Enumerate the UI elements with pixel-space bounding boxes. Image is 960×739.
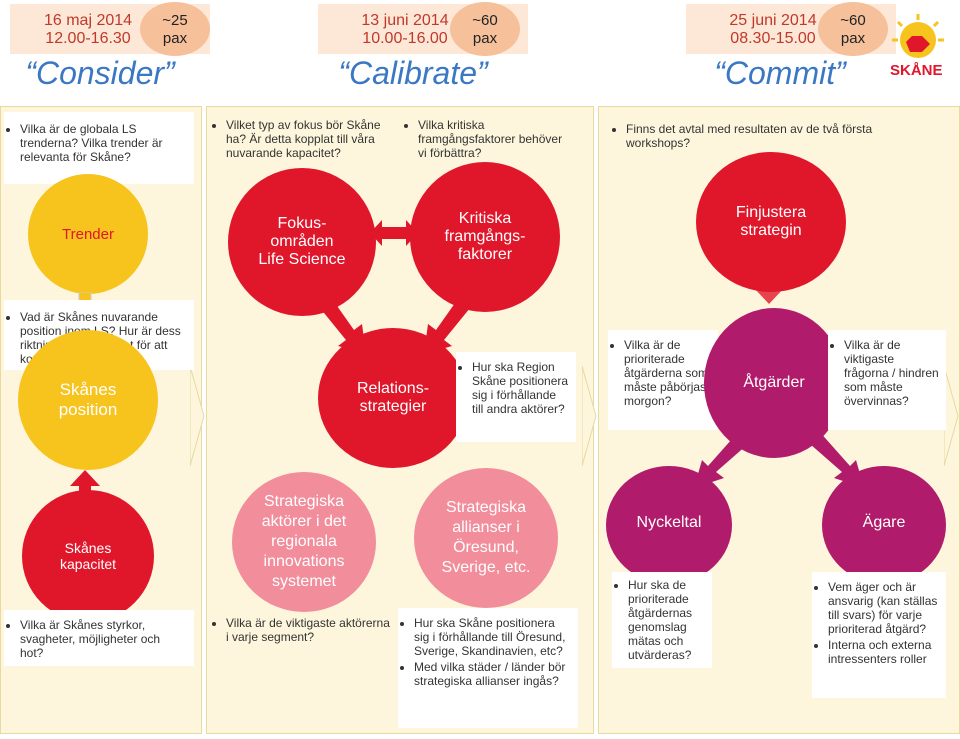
question-trends: Vilka är de globala LS trenderna? Vilka … — [6, 122, 186, 166]
question-aktorer: Vilka är de viktigaste aktörerna i varje… — [212, 616, 392, 646]
double-arrow-icon — [370, 220, 418, 246]
question-box-trends — [4, 112, 194, 184]
question-atgarder-left: Vilka är de prioriterade åtgärderna som … — [610, 338, 714, 410]
question-relations: Hur ska Region Skåne positionera sig i f… — [458, 360, 570, 418]
question-box-atgarder-left — [608, 330, 718, 430]
circle-relations: Relations- strategier — [318, 328, 468, 468]
circle-trender: Trender — [28, 174, 148, 294]
diag-arrow-icon-nyckeltal — [694, 430, 748, 488]
question-box-atgarder-right — [828, 330, 946, 430]
circle-nyckeltal: Nyckeltal — [606, 466, 732, 584]
stage-consider: “Consider” — [25, 55, 175, 91]
stage-commit: “Commit” — [714, 55, 846, 91]
question-nyckeltal: Hur ska de prioriterade åtgärdernas geno… — [614, 578, 710, 664]
question-finjustera: Finns det avtal med resultaten av de två… — [612, 122, 932, 152]
up-arrow-icon-kapacitet — [70, 470, 100, 500]
question-box-nyckeltal — [612, 572, 712, 668]
chevron-right-icon-2 — [582, 365, 597, 467]
question-box-relations — [456, 352, 576, 442]
skane-logo — [892, 14, 944, 58]
question-fokus: Vilket typ av fokus bör Skåne ha? Är det… — [212, 118, 382, 162]
logo-text: SKÅNE — [890, 62, 943, 79]
question-kapacitet: Vilka är Skånes styrkor, svagheter, möjl… — [6, 618, 186, 662]
question-atgarder-right: Vilka är de viktigaste frågorna / hindre… — [830, 338, 940, 410]
question-kritiska: Vilka kritiska framgångsfaktorer behöver… — [404, 118, 574, 162]
circle-kritiska: Kritiska framgångs- faktorer — [410, 162, 560, 312]
diag-arrow-icon-agare — [810, 430, 864, 488]
circle-agare: Ägare — [822, 466, 946, 584]
down-arrow-icon-finjustera — [754, 276, 784, 304]
question-allianser: Hur ska Skåne positionera sig i förhålla… — [400, 616, 572, 690]
question-box-kapacitet — [4, 610, 194, 666]
circle-atgarder: Åtgärder — [704, 308, 844, 458]
circle-finjustera: Finjustera strategin — [696, 152, 846, 292]
chevron-right-icon — [190, 365, 205, 467]
circle-fokus: Fokus- områden Life Science — [228, 168, 376, 316]
circle-allianser: Strategiska allianser i Öresund, Sverige… — [414, 468, 558, 608]
question-box-agare — [812, 572, 946, 698]
circle-aktorer: Strategiska aktörer i det regionala inno… — [232, 472, 376, 612]
question-agare: Vem äger och är ansvarig (kan ställas ti… — [814, 580, 940, 668]
stage-calibrate: “Calibrate” — [338, 55, 488, 91]
diag-arrow-icon-right — [424, 296, 476, 354]
chevron-right-icon-3 — [944, 365, 959, 467]
question-box-allianser — [398, 608, 578, 728]
circle-position: Skånes position — [18, 330, 158, 470]
circle-kapacitet: Skånes kapacitet — [22, 490, 154, 622]
